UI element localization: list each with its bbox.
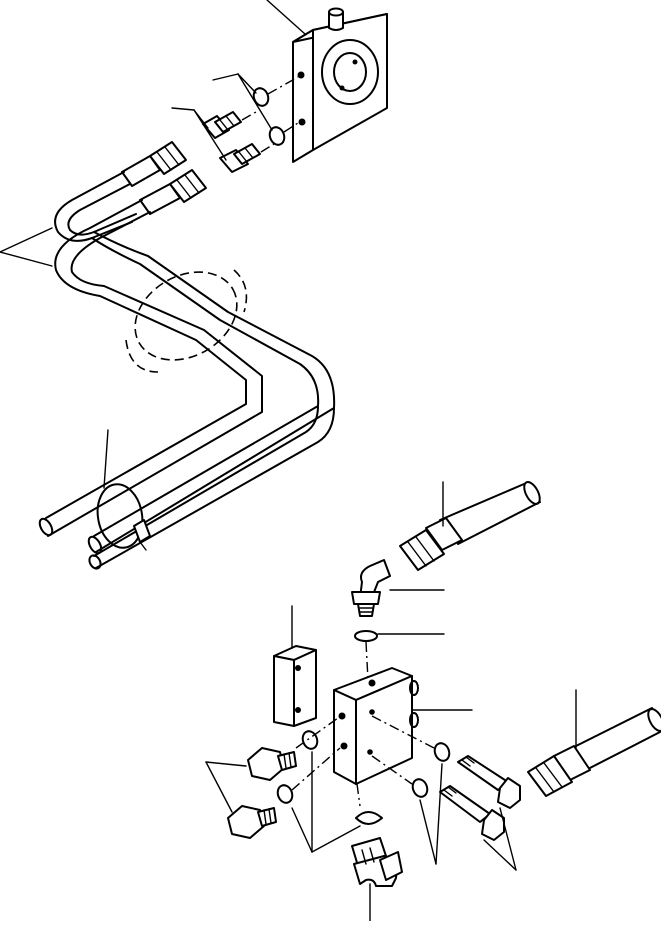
mounting-bolt-pair (439, 755, 521, 871)
tube-clamp-lower (96, 429, 151, 551)
lower-valve-block (333, 667, 473, 807)
o-ring-bottom (355, 811, 383, 825)
o-ring-left-pair (276, 717, 361, 853)
tube-nut-upper (121, 141, 207, 215)
hose-lower-right (527, 689, 661, 797)
elbow-fitting-upper (351, 559, 445, 617)
mounting-plate (273, 605, 317, 727)
tube-clamp-dashed (125, 269, 248, 373)
top-valve-block (266, 0, 388, 163)
o-ring-right-pair (371, 715, 451, 865)
hydraulic-tube-pair (0, 171, 336, 570)
plug-pair (205, 747, 297, 839)
o-ring-top (354, 630, 445, 681)
o-ring-upper-pair (212, 73, 299, 146)
hose-upper-right (399, 481, 541, 571)
elbow-fitting-lower (351, 837, 403, 922)
straight-fitting-upper-pair (171, 107, 275, 173)
